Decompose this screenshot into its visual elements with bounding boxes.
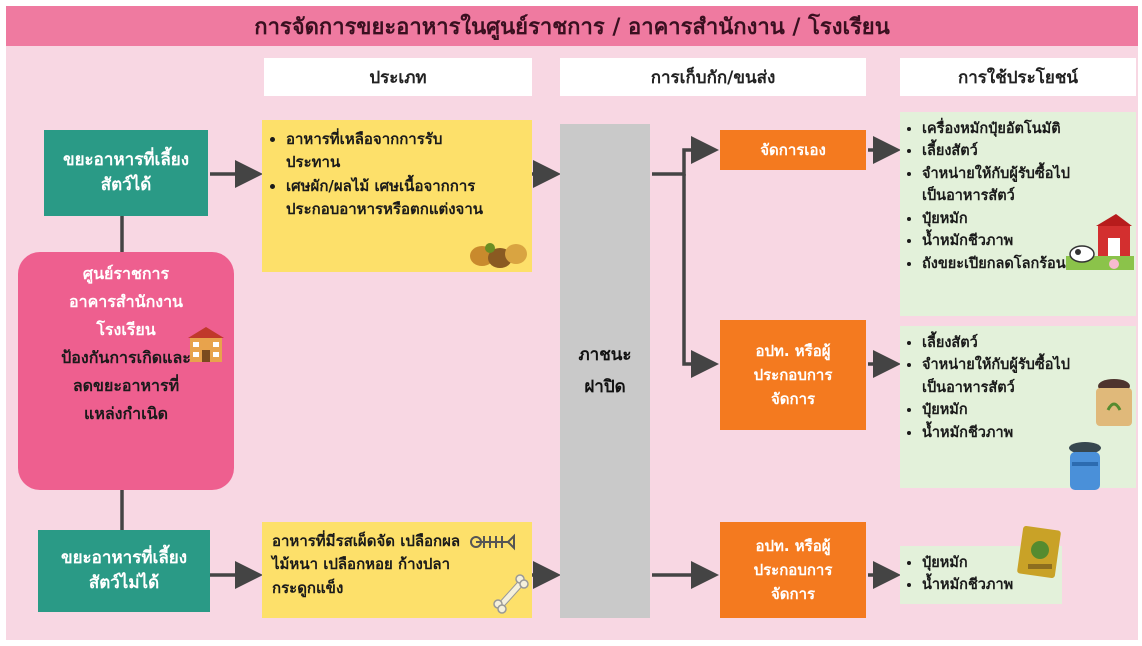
center-line-2: อาคารสำนักงาน [69,292,183,311]
uses-lao-2-item: ปุ๋ยหมัก [922,552,1054,574]
type-feedable-item-2: เศษผัก/ผลไม้ เศษเนื้อจากการประกอบอาหารหร… [286,175,496,222]
compost-bag-icon [1096,379,1132,426]
uses-self-box: เครื่องหมักปุ๋ยอัตโนมัติ เลี้ยงสัตว์ จำห… [900,112,1136,316]
uses-self-item: เลี้ยงสัตว์ [922,140,1128,162]
header-collection: การเก็บกัก/ขนส่ง [560,58,866,96]
center-line-5: ลดขยะอาหารที่ [72,376,180,395]
bone-icon [493,574,529,614]
container-box: ภาชนะฝาปิด [560,124,650,618]
fishbone-icon [470,533,515,551]
handler-self-label: จัดการเอง [760,141,826,159]
food-icon [470,243,527,268]
header-type: ประเภท [264,58,532,96]
handler-lao-2-box: อปท. หรือผู้ประกอบการจัดการ [720,522,866,618]
center-line-3: โรงเรียน [96,320,156,339]
handler-lao-2-label: อปท. หรือผู้ประกอบการจัดการ [753,537,833,603]
header-utilization: การใช้ประโยชน์ [900,58,1136,96]
uses-lao-1-item: ปุ๋ยหมัก [922,399,1128,421]
container-label: ภาชนะฝาปิด [578,344,632,397]
bin-icon [1069,442,1101,490]
type-not-feedable-box: อาหารที่มีรสเผ็ดจัด เปลือกผลไม้หนา เปลือ… [262,522,532,618]
uses-lao-1-item: น้ำหมักชีวภาพ [922,422,1128,444]
center-line-4: ป้องกันการเกิดและ [61,348,191,367]
uses-lao-1-item: เลี้ยงสัตว์ [922,332,1128,354]
handler-lao-1-box: อปท. หรือผู้ประกอบการจัดการ [720,320,866,430]
type-not-feedable-text: อาหารที่มีรสเผ็ดจัด เปลือกผลไม้หนา เปลือ… [272,532,461,597]
center-box: ศูนย์ราชการ อาคารสำนักงาน โรงเรียน ป้องก… [18,252,234,490]
source-feedable-box: ขยะอาหารที่เลี้ยงสัตว์ได้ [44,130,208,216]
uses-self-item: น้ำหมักชีวภาพ [922,230,1128,252]
uses-self-item: จำหน่ายให้กับผู้รับซื้อไปเป็นอาหารสัตว์ [922,163,1092,208]
uses-self-item: เครื่องหมักปุ๋ยอัตโนมัติ [922,118,1128,140]
school-icon [188,327,224,362]
type-feedable-item-1: อาหารที่เหลือจากการรับประทาน [286,128,486,175]
handler-self-box: จัดการเอง [720,130,866,170]
source-not-feedable-label: ขยะอาหารที่เลี้ยงสัตว์ไม่ได้ [60,548,188,593]
uses-lao-1-item: จำหน่ายให้กับผู้รับซื้อไปเป็นอาหารสัตว์ [922,354,1092,399]
source-not-feedable-box: ขยะอาหารที่เลี้ยงสัตว์ไม่ได้ [38,530,210,612]
source-feedable-label: ขยะอาหารที่เลี้ยงสัตว์ได้ [62,150,190,195]
barn-animals-icon [1066,214,1134,270]
diagram-title: การจัดการขยะอาหารในศูนย์ราชการ / อาคารสำ… [6,6,1138,46]
fertilizer-bag-icon [1017,525,1061,579]
uses-self-item: ถังขยะเปียกลดโลกร้อน [922,253,1128,275]
center-line-6: แหล่งกำเนิด [84,404,168,423]
center-line-1: ศูนย์ราชการ [82,264,170,283]
uses-self-item: ปุ๋ยหมัก [922,208,1128,230]
handler-lao-1-label: อปท. หรือผู้ประกอบการจัดการ [753,342,833,408]
type-feedable-box: อาหารที่เหลือจากการรับประทาน เศษผัก/ผลไม… [262,120,532,272]
uses-lao-2-item: น้ำหมักชีวภาพ [922,574,1054,596]
